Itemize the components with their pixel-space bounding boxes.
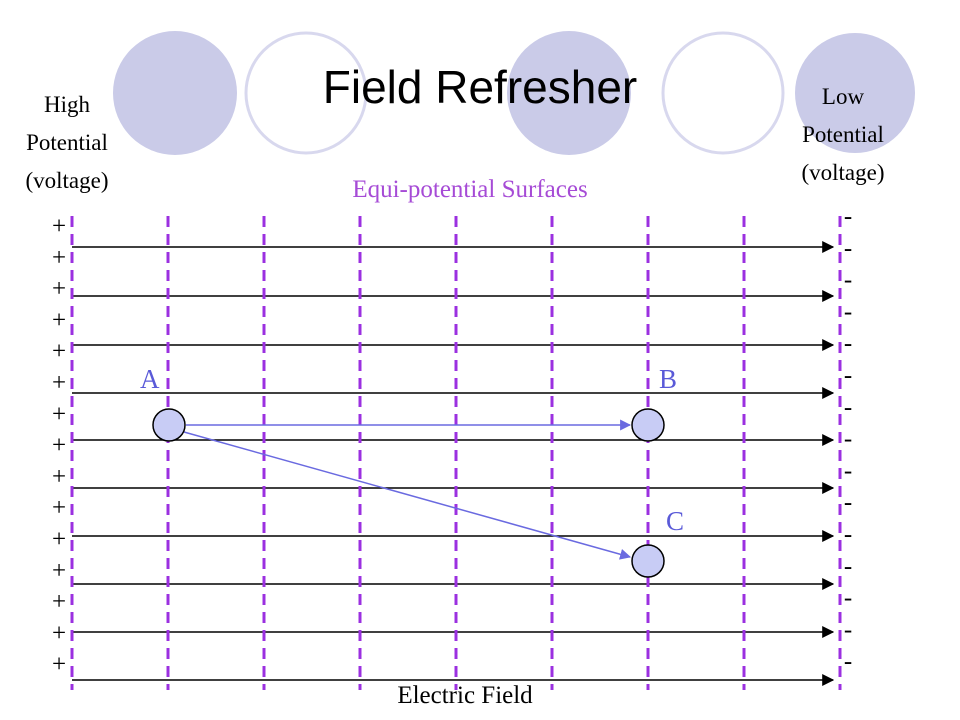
plus-sign-13: + — [52, 589, 66, 616]
plus-sign-12: + — [52, 557, 66, 584]
path-a-to-c — [183, 431, 632, 560]
plus-sign-10: + — [52, 495, 66, 522]
point-c-label: C — [666, 506, 685, 536]
decor-circle-filled-2 — [507, 31, 631, 155]
point-b — [631, 408, 665, 442]
electric-field-label: Electric Field — [397, 682, 533, 709]
slide-title: Field Refresher — [322, 61, 638, 113]
point-a-label: A — [140, 364, 160, 394]
minus-sign-9: - — [844, 457, 852, 484]
minus-sign-14: - — [844, 616, 852, 643]
minus-sign-3: - — [844, 267, 852, 294]
point-c — [631, 544, 665, 578]
plus-sign-14: + — [52, 620, 66, 647]
low-potential-line-2: Potential — [802, 122, 884, 147]
equipotential-lines — [70, 216, 842, 690]
low-potential-line-3: (voltage) — [801, 160, 885, 185]
minus-sign-4: - — [844, 298, 852, 325]
high-potential-line-1: High — [44, 92, 90, 117]
minus-sign-13: - — [844, 585, 852, 612]
plus-sign-4: + — [52, 307, 66, 334]
plus-sign-8: + — [52, 432, 66, 459]
point-a — [152, 408, 186, 442]
plus-sign-11: + — [52, 526, 66, 553]
plus-sign-5: + — [52, 338, 66, 365]
point-b-label: B — [659, 364, 678, 394]
plus-sign-6: + — [52, 370, 66, 397]
high-potential-line-3: (voltage) — [25, 168, 109, 193]
plus-charges: + + + + + + + + + + + + + + + — [52, 213, 66, 678]
minus-sign-6: - — [844, 362, 852, 389]
low-potential-line-1: Low — [821, 84, 865, 109]
plus-sign-15: + — [52, 651, 66, 678]
plus-sign-7: + — [52, 401, 66, 428]
electric-field-lines — [72, 241, 835, 686]
plus-sign-3: + — [52, 276, 66, 303]
minus-sign-11: - — [844, 521, 852, 548]
decor-circle-outline-1 — [244, 31, 368, 155]
high-potential-label: High Potential (voltage) — [0, 86, 134, 200]
decor-circle-outline-2 — [661, 31, 785, 155]
plus-sign-9: + — [52, 463, 66, 490]
decor-circle-filled-3 — [795, 33, 915, 153]
minus-sign-2: - — [844, 235, 852, 262]
plus-sign-2: + — [52, 244, 66, 271]
decorative-circles — [113, 31, 915, 155]
minus-charges: - - - - - - - - - - - - - - - — [844, 203, 852, 675]
low-potential-label: Low Potential (voltage) — [778, 78, 908, 192]
plus-sign-1: + — [52, 213, 66, 240]
minus-sign-5: - — [844, 330, 852, 357]
equipotential-label: Equi-potential Surfaces — [352, 176, 588, 203]
minus-sign-15: - — [844, 648, 852, 675]
decor-circle-filled-1 — [113, 31, 237, 155]
minus-sign-7: - — [844, 394, 852, 421]
minus-sign-8: - — [844, 426, 852, 453]
minus-sign-10: - — [844, 489, 852, 516]
minus-sign-12: - — [844, 553, 852, 580]
minus-sign-1: - — [844, 203, 852, 230]
high-potential-line-2: Potential — [26, 130, 108, 155]
